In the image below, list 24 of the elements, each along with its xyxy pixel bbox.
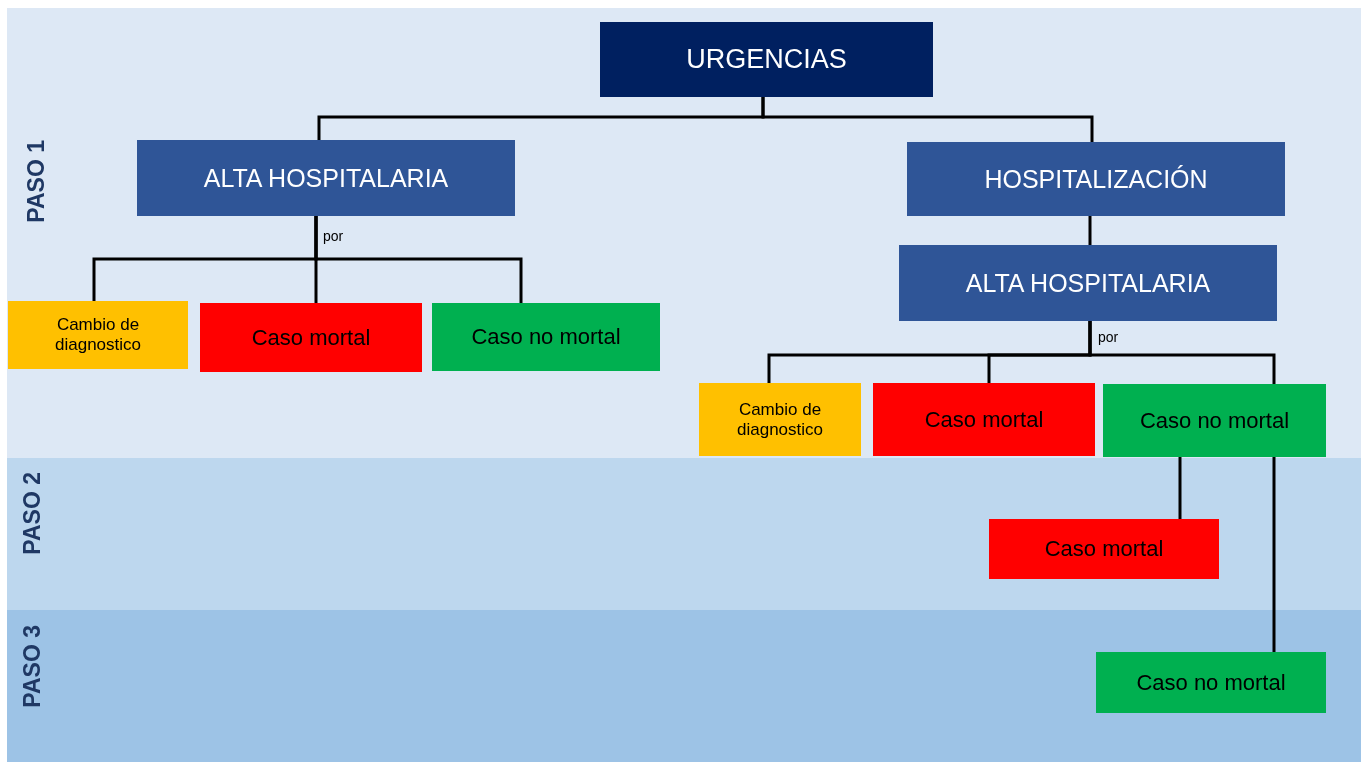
band-title: PASO 3 — [19, 625, 46, 708]
band-panel — [7, 458, 1361, 610]
band-title: PASO 2 — [19, 472, 46, 555]
process-box: Caso mortal — [989, 519, 1219, 579]
band-title: PASO 1 — [23, 140, 50, 223]
process-box: Caso no mortal — [1096, 652, 1326, 713]
process-box: Caso mortal — [200, 303, 422, 372]
connector-line — [1272, 457, 1276, 652]
process-box: Caso no mortal — [432, 303, 660, 371]
connector-line — [1088, 216, 1092, 245]
process-box: Caso mortal — [873, 383, 1095, 456]
process-box: ALTA HOSPITALARIA — [899, 245, 1277, 321]
process-box: URGENCIAS — [600, 22, 933, 97]
band-panel — [7, 8, 1361, 458]
process-box: Caso no mortal — [1103, 384, 1326, 457]
process-box: ALTA HOSPITALARIA — [137, 140, 515, 216]
process-box: Cambio de diagnostico — [8, 301, 188, 369]
process-box: HOSPITALIZACIÓN — [907, 142, 1285, 216]
connector-line — [761, 97, 1094, 142]
connector-line — [1088, 321, 1276, 384]
connector-line — [314, 216, 523, 303]
process-box: Cambio de diagnostico — [699, 383, 861, 456]
connector-line — [1178, 457, 1182, 519]
band-panel — [7, 610, 1361, 762]
